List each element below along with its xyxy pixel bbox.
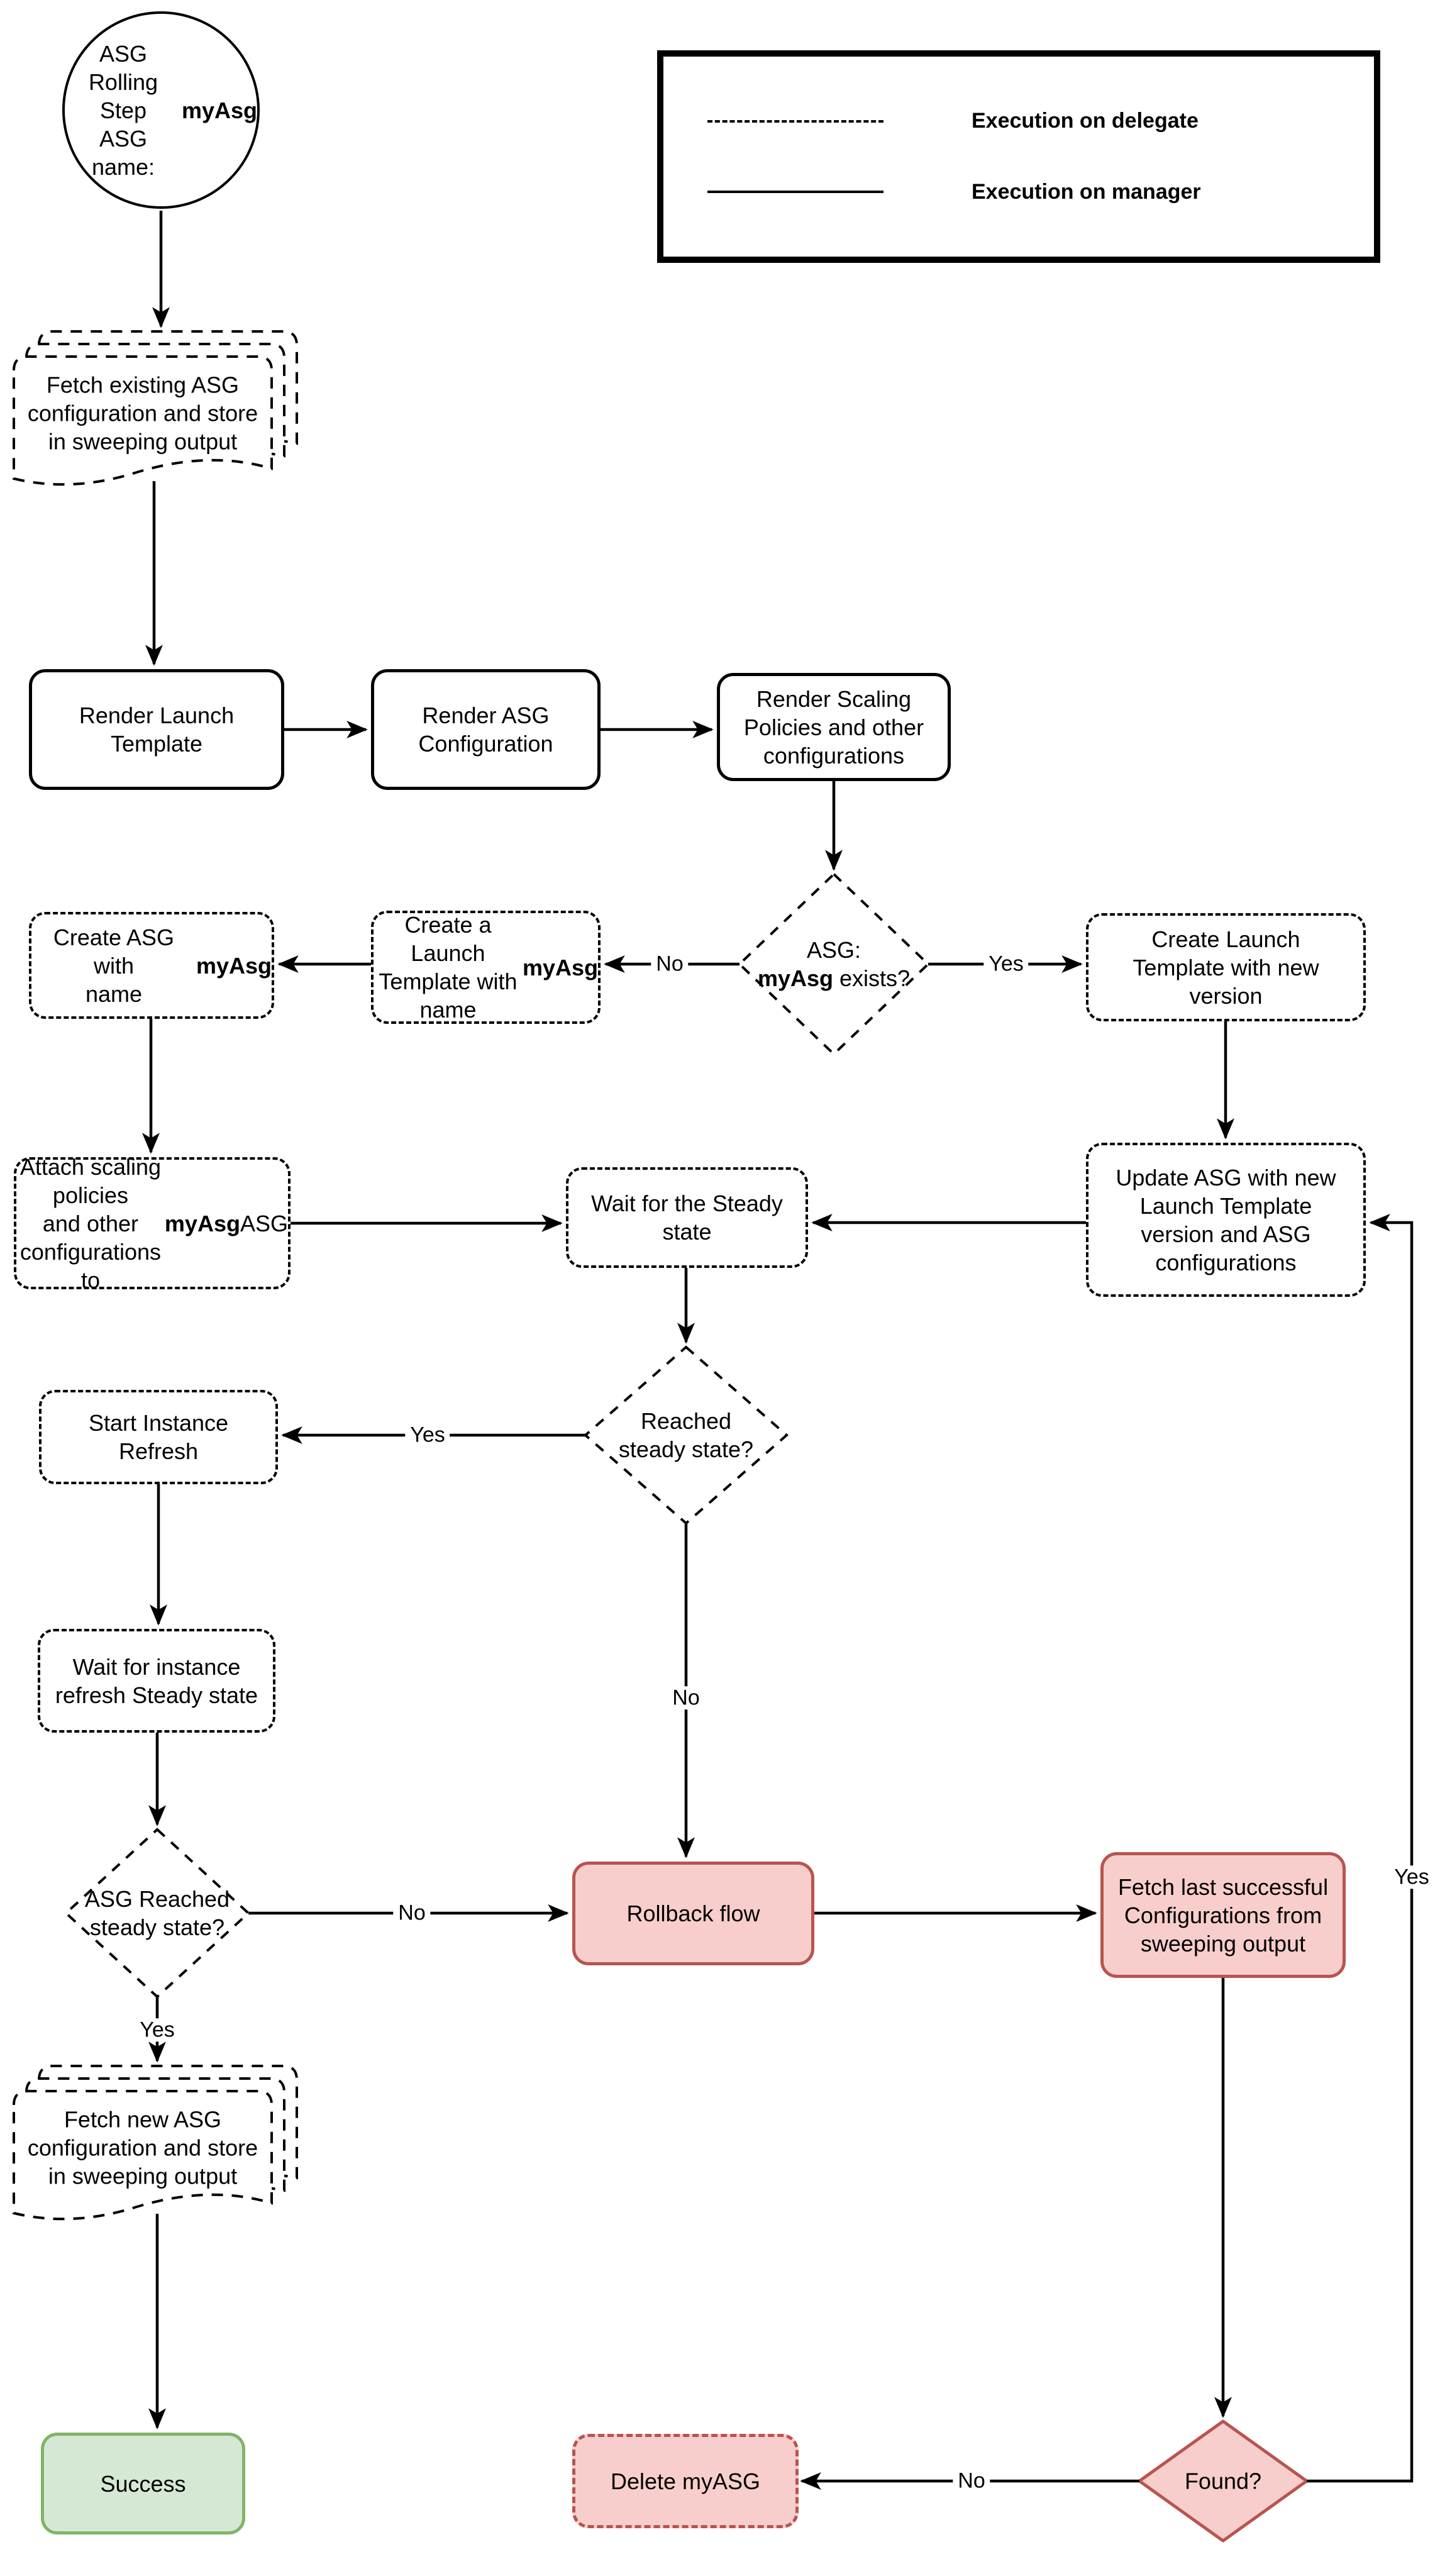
fetch-existing-node-label: Fetch existing ASG configuration and sto… [27, 372, 258, 455]
create-asg-node: Create ASG with name myAsg [29, 912, 274, 1019]
asg-exists-decision-label: ASG: myAsg exists? [757, 937, 911, 991]
render-launch-template-node: Render Launch Template [29, 669, 284, 790]
legend: Execution on delegate Execution on manag… [657, 50, 1380, 263]
legend-delegate-label: Execution on delegate [972, 109, 1199, 133]
edge-found-yes [1307, 1214, 1414, 2483]
asg-exists-diamond [738, 872, 930, 1056]
fetch-new-config-node-label: Fetch new ASG configuration and store in… [27, 2106, 258, 2189]
wait-instance-refresh-node: Wait for instance refresh Steady state [38, 1629, 275, 1733]
edge-label-reached-no: No [667, 1685, 705, 1710]
start-node: ASG Rolling Step ASG name: myAsg [62, 11, 260, 209]
create-launch-template-named-node: Create a Launch Template with name myAsg [371, 911, 601, 1024]
found-decision-label: Found? [1184, 2468, 1262, 2494]
fetch-last-successful-node: Fetch last successful Configurations fro… [1100, 1852, 1346, 1978]
delete-myasg-node: Delete myASG [572, 2434, 799, 2528]
start-instance-refresh-node: Start Instance Refresh [39, 1390, 278, 1484]
rollback-flow-node: Rollback flow [572, 1862, 814, 1965]
asg-reached-steady-decision-label: ASG Reached steady state? [84, 1886, 230, 1940]
edge-label-exists-no: No [651, 952, 689, 976]
edge-label-asg-reached-no: No [393, 1901, 431, 1925]
found-diamond [1138, 2419, 1309, 2543]
edge-label-reached-yes: Yes [405, 1423, 450, 1447]
legend-row-manager: Execution on manager [707, 180, 1330, 204]
render-scaling-policies-node: Render Scaling Policies and other config… [717, 673, 951, 781]
attach-scaling-policies-node: Attach scaling policies and other config… [14, 1154, 291, 1293]
multidoc-fetch-new [13, 2065, 298, 2221]
render-asg-configuration-node: Render ASG Configuration [371, 669, 601, 790]
edge-label-found-no: No [953, 2468, 990, 2493]
reached-steady-decision-label: Reached steady state? [618, 1408, 754, 1462]
multidoc-fetch-existing [13, 330, 298, 486]
solid-line-icon [707, 191, 883, 194]
edge-label-found-yes: Yes [1389, 1865, 1434, 1889]
create-launch-template-new-version-node: Create Launch Template with new version [1086, 913, 1366, 1021]
legend-row-delegate: Execution on delegate [707, 109, 1330, 133]
update-asg-node: Update ASG with new Launch Template vers… [1086, 1143, 1366, 1297]
edge-label-asg-reached-yes: Yes [135, 2018, 180, 2042]
edge-label-exists-yes: Yes [983, 952, 1029, 976]
success-node: Success [41, 2433, 245, 2534]
dashed-line-icon [707, 119, 883, 123]
wait-steady-state-node: Wait for the Steady state [566, 1167, 808, 1268]
legend-manager-label: Execution on manager [972, 179, 1201, 204]
